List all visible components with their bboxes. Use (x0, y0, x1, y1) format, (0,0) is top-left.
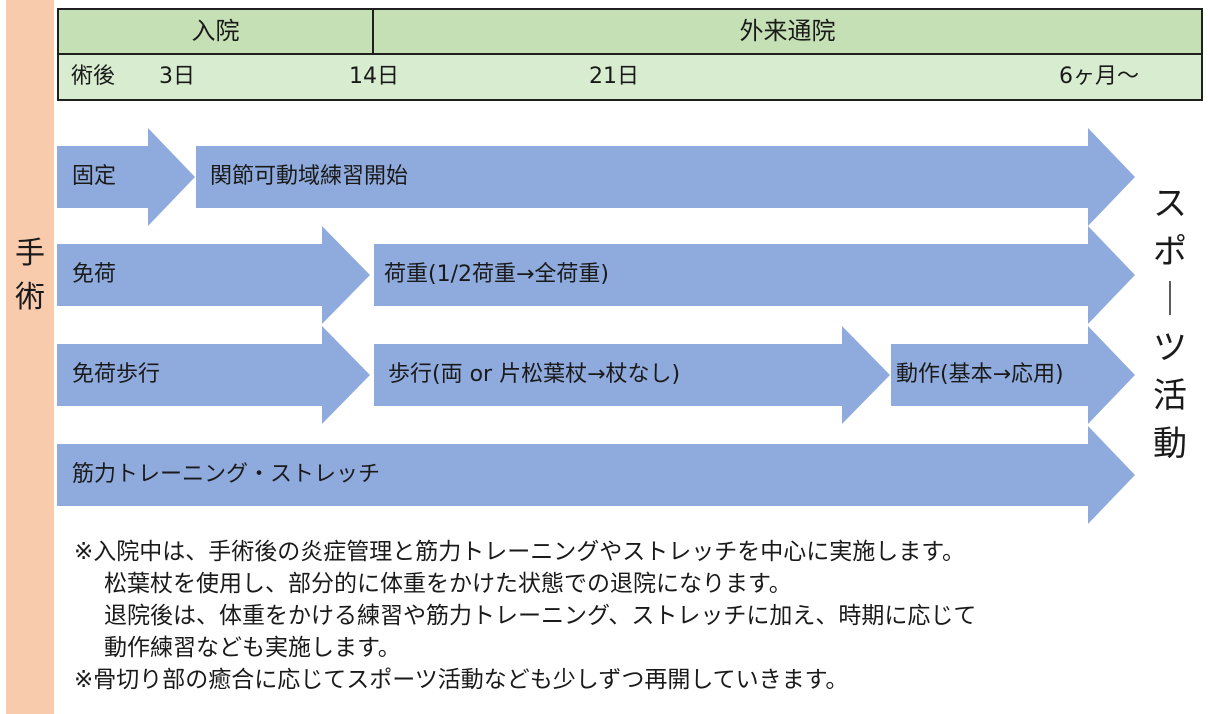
arrow-non-weight-bearing (57, 226, 370, 324)
arrow-strength-stretch (57, 426, 1135, 524)
arrow-walking (374, 326, 890, 424)
post-op-label: 術後 (71, 64, 116, 89)
tick-day-3: 3日 (159, 64, 195, 89)
surgery-side-bar (6, 0, 54, 714)
phase-outpatient: 外来通院 (739, 17, 836, 45)
note-line: 動作練習なども実施します。 (104, 635, 401, 661)
label-nwb-walking: 免荷歩行 (72, 362, 161, 387)
timeline-header: 入院 外来通院 術後 3日 14日 21日 6ヶ月〜 (57, 8, 1203, 101)
arrow-motion (891, 326, 1135, 424)
tick-day-21: 21日 (589, 64, 639, 89)
note-line: 退院後は、体重をかける練習や筋力トレーニング、ストレッチに加え、時期に応じて (104, 603, 977, 629)
arrow-fixation (57, 128, 195, 226)
surgery-label: 手術 (15, 236, 45, 315)
notes: ※入院中は、手術後の炎症管理と筋力トレーニングやストレッチを中心に実施します。 … (74, 536, 1204, 696)
label-motion: 動作(基本→応用) (896, 362, 1064, 387)
arrow-rom-training (196, 128, 1135, 226)
label-weight-bearing: 荷重(1/2荷重→全荷重) (384, 262, 610, 287)
label-fixation: 固定 (72, 164, 117, 189)
sports-activity-goal: スポ｜ツ活動 (1153, 184, 1187, 464)
label-strength-stretch: 筋力トレーニング・ストレッチ (72, 462, 381, 487)
label-non-weight-bearing: 免荷 (72, 262, 117, 287)
arrow-nwb-walking (57, 326, 370, 424)
note-line: ※骨切り部の癒合に応じてスポーツ活動なども少しずつ再開していきます。 (74, 667, 849, 693)
phase-admission: 入院 (191, 17, 240, 45)
arrow-weight-bearing (374, 226, 1135, 324)
label-walking: 歩行(両 or 片松葉杖→杖なし) (388, 362, 681, 387)
note-line: 松葉杖を使用し、部分的に体重をかけた状態での退院になります。 (104, 571, 792, 597)
note-line: ※入院中は、手術後の炎症管理と筋力トレーニングやストレッチを中心に実施します。 (74, 539, 965, 565)
phase-divider (372, 10, 374, 55)
phase-row (59, 10, 1201, 55)
tick-6-months: 6ヶ月〜 (1059, 64, 1139, 89)
tick-day-14: 14日 (349, 64, 399, 89)
label-rom-training: 関節可動域練習開始 (210, 164, 409, 189)
